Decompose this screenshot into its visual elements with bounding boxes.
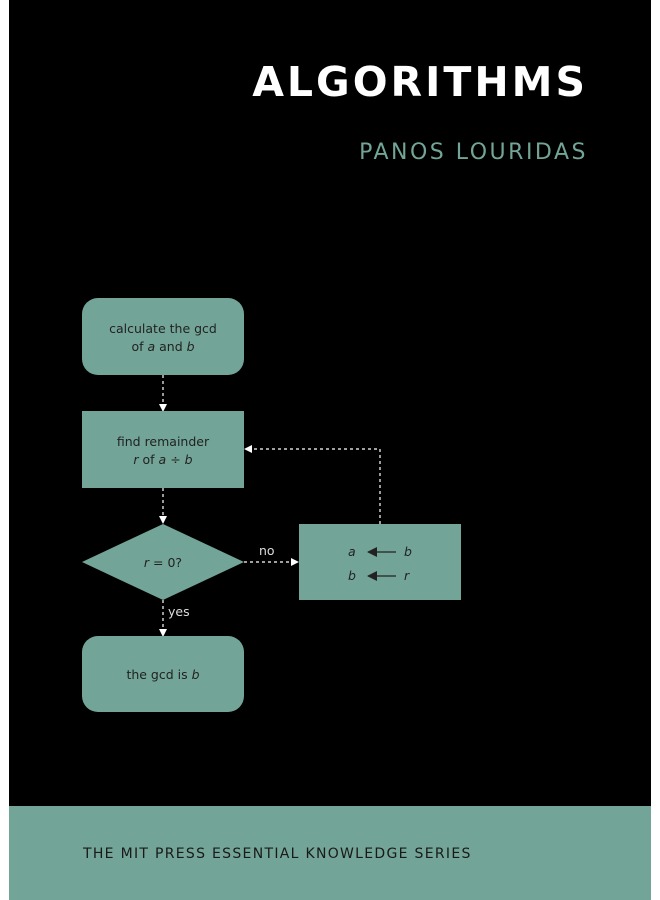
start-node xyxy=(82,298,244,375)
edge-label-no: no xyxy=(259,543,275,558)
remainder-node-line1: find remainder xyxy=(117,434,210,449)
assign-node xyxy=(299,524,461,600)
assign-row1-rhs: b xyxy=(404,544,412,559)
assign-row2-lhs: b xyxy=(348,568,356,583)
decision-label: r = 0? xyxy=(144,555,182,570)
start-node-line2: of a and b xyxy=(131,339,194,354)
end-node xyxy=(82,636,244,712)
series-name: THE MIT PRESS ESSENTIAL KNOWLEDGE SERIES xyxy=(83,846,472,862)
edge-label-yes: yes xyxy=(168,604,190,619)
start-node-line1: calculate the gcd xyxy=(109,321,217,336)
remainder-node xyxy=(82,411,244,488)
remainder-node-line2: r of a ÷ b xyxy=(133,452,192,467)
assign-row2-rhs: r xyxy=(404,568,410,583)
assign-row1-lhs: a xyxy=(348,544,356,559)
edge-assign-to-remainder xyxy=(244,445,381,524)
decision-node xyxy=(82,524,244,600)
book-title: ALGORITHMS xyxy=(252,58,588,106)
book-author: PANOS LOURIDAS xyxy=(359,140,588,165)
series-band xyxy=(9,806,651,900)
end-node-label: the gcd is b xyxy=(126,667,199,682)
